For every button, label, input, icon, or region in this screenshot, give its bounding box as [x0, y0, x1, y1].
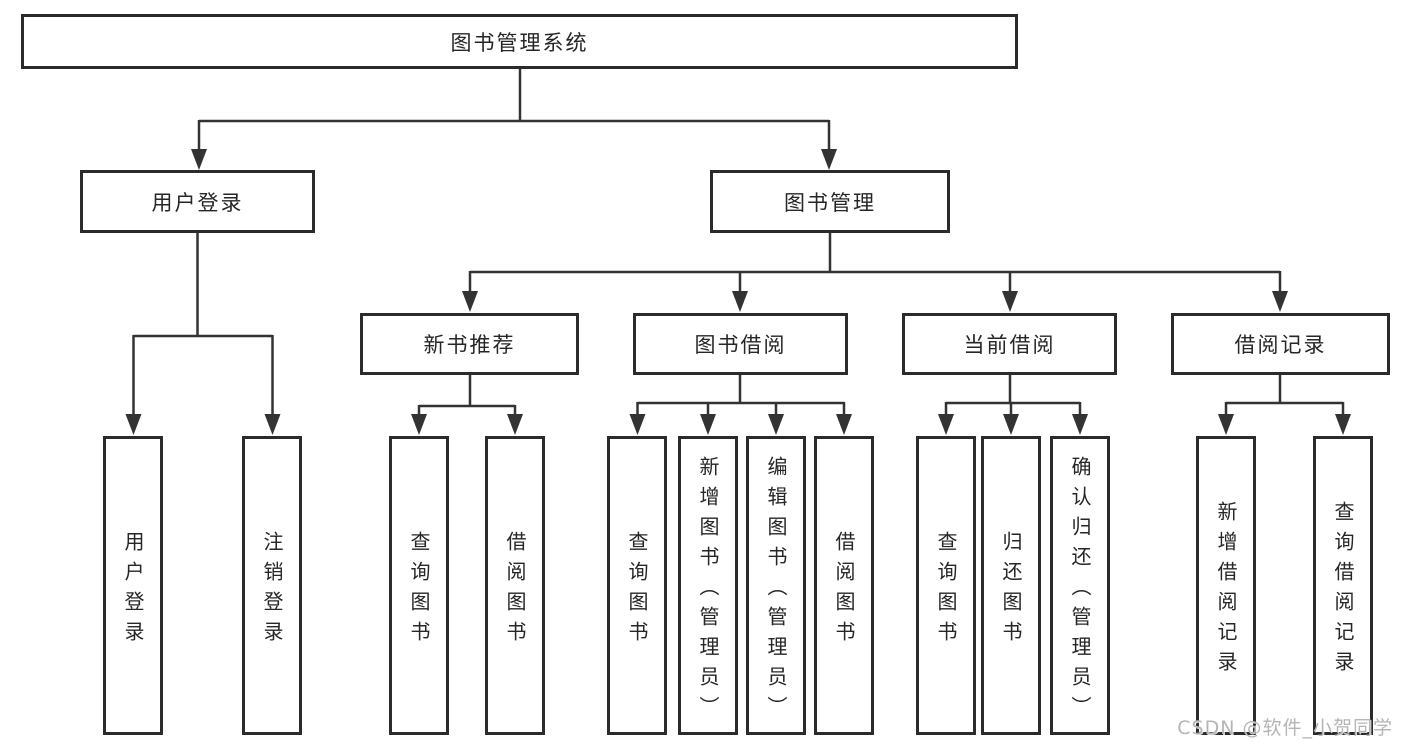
- leaf-user-login: 用户登录: [103, 436, 163, 735]
- arrow-down-icon: [1002, 291, 1018, 312]
- connector-user-login-to-children: [132, 233, 274, 415]
- node-label: 借阅记录: [1234, 333, 1327, 357]
- connector-book-management-to-children: [468, 233, 1282, 292]
- arrow-down-icon: [411, 414, 427, 435]
- node-label: 查询图书: [934, 530, 958, 651]
- arrow-down-icon: [629, 414, 646, 435]
- node-user-login: 用户登录: [80, 170, 315, 233]
- arrow-down-icon: [821, 149, 837, 170]
- node-label: 图书管理系统: [450, 30, 589, 55]
- node-label: 当前借阅: [963, 333, 1056, 357]
- leaf-confirm-return-admin: 确认归还（管理员）: [1050, 436, 1110, 735]
- node-label: 查询图书: [625, 530, 649, 651]
- node-label: 新增借阅记录: [1214, 500, 1238, 681]
- leaf-return-books: 归还图书: [981, 436, 1041, 735]
- leaf-edit-books-admin: 编辑图书（管理员）: [746, 436, 806, 735]
- connector-root-to-level2: [197, 69, 831, 150]
- node-label: 用户登录: [151, 190, 244, 215]
- node-label: 借阅图书: [832, 530, 856, 651]
- arrow-down-icon: [264, 414, 281, 435]
- node-label: 图书借阅: [694, 333, 787, 357]
- arrow-down-icon: [191, 149, 207, 170]
- node-label: 用户登录: [121, 530, 145, 651]
- arrowheads: [125, 149, 1351, 435]
- node-current-borrowing: 当前借阅: [902, 313, 1117, 375]
- node-label: 新书推荐: [423, 333, 516, 357]
- leaf-add-books-admin: 新增图书（管理员）: [678, 436, 738, 735]
- node-label: 查询借阅记录: [1331, 500, 1355, 681]
- arrow-down-icon: [732, 291, 748, 312]
- arrow-down-icon: [768, 414, 784, 435]
- node-label: 注销登录: [260, 530, 284, 651]
- node-new-book-recommendation: 新书推荐: [360, 313, 579, 375]
- node-label: 确认归还（管理员）: [1068, 455, 1092, 726]
- arrow-down-icon: [700, 414, 716, 435]
- csdn-watermark: CSDN @软件_小贺同学: [1177, 717, 1393, 739]
- connector-borrow-record-to-children: [1224, 375, 1345, 415]
- leaf-query-borrow-record: 查询借阅记录: [1313, 436, 1373, 735]
- arrow-down-icon: [1072, 414, 1088, 435]
- arrow-down-icon: [836, 414, 852, 435]
- leaf-logout: 注销登录: [242, 436, 302, 735]
- node-label: 归还图书: [999, 530, 1023, 651]
- node-borrowing-records: 借阅记录: [1171, 313, 1390, 375]
- node-label: 图书管理: [784, 190, 876, 215]
- node-label: 借阅图书: [503, 530, 527, 651]
- leaf-add-borrow-record: 新增借阅记录: [1196, 436, 1256, 735]
- node-book-management: 图书管理: [710, 170, 950, 233]
- leaf-borrow-books-recommend: 借阅图书: [485, 436, 545, 735]
- node-book-borrowing: 图书借阅: [633, 313, 848, 375]
- leaf-query-books-borrow: 查询图书: [607, 436, 667, 735]
- arrow-down-icon: [1272, 291, 1288, 312]
- node-library-management-system: 图书管理系统: [21, 14, 1018, 69]
- leaf-borrow-books: 借阅图书: [814, 436, 874, 735]
- arrow-down-icon: [507, 414, 523, 435]
- arrow-down-icon: [938, 414, 954, 435]
- connector-current-borrow-to-children: [944, 375, 1082, 415]
- leaf-query-books-current: 查询图书: [916, 436, 976, 735]
- node-label: 查询图书: [407, 530, 431, 651]
- node-label: 新增图书（管理员）: [696, 455, 720, 726]
- arrow-down-icon: [1218, 414, 1234, 435]
- arrow-down-icon: [462, 291, 478, 312]
- leaf-query-books-recommend: 查询图书: [389, 436, 449, 735]
- connector-new-book-to-children: [417, 375, 517, 415]
- arrow-down-icon: [1003, 414, 1019, 435]
- arrow-down-icon: [125, 414, 142, 435]
- connector-book-borrow-to-children: [636, 375, 846, 415]
- node-label: 编辑图书（管理员）: [764, 455, 788, 726]
- arrow-down-icon: [1335, 414, 1351, 435]
